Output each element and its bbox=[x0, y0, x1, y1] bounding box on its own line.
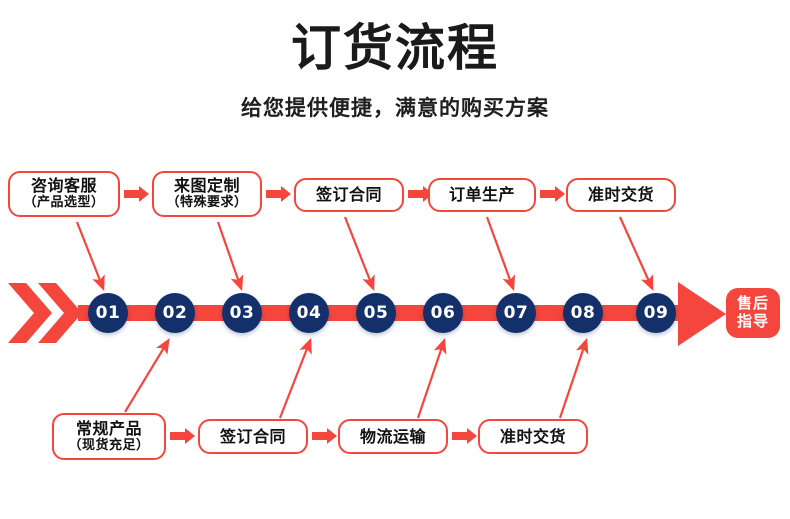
top-box-2-sub: （特殊要求） bbox=[166, 195, 248, 211]
timeline-node-6[interactable]: 06 bbox=[423, 293, 463, 333]
bottom-box-1-sub: （现货充足） bbox=[68, 437, 150, 453]
timeline-node-8-label: 08 bbox=[570, 303, 596, 323]
top-box-1-sub: （产品选型） bbox=[23, 195, 105, 211]
top-box-3[interactable]: 签订合同 bbox=[294, 178, 404, 212]
top-box-5[interactable]: 准时交货 bbox=[566, 178, 676, 212]
bottom-connector-1 bbox=[170, 428, 195, 444]
top-box-2-main: 来图定制 bbox=[173, 176, 240, 196]
timeline-node-5-label: 05 bbox=[363, 303, 389, 323]
top-box-5-main: 准时交货 bbox=[587, 185, 654, 205]
timeline-node-1[interactable]: 01 bbox=[88, 293, 128, 333]
top-connector-2 bbox=[266, 186, 291, 202]
link-top4-to-node7 bbox=[485, 216, 516, 292]
timeline-node-3[interactable]: 03 bbox=[222, 293, 262, 333]
bottom-box-4-main: 准时交货 bbox=[499, 426, 566, 446]
bottom-box-1-main: 常规产品 bbox=[75, 418, 142, 438]
timeline-node-7[interactable]: 07 bbox=[496, 293, 536, 333]
chevron-icon-1 bbox=[8, 283, 52, 343]
link-top3-to-node5 bbox=[343, 216, 375, 292]
after-sales-badge-line1: 售后 bbox=[736, 294, 769, 313]
link-top5-to-node9 bbox=[618, 216, 654, 292]
top-box-1[interactable]: 咨询客服 （产品选型） bbox=[8, 171, 120, 217]
bottom-box-4[interactable]: 准时交货 bbox=[478, 419, 588, 454]
bottom-box-2[interactable]: 签订合同 bbox=[198, 419, 308, 454]
after-sales-badge-line2: 指导 bbox=[736, 312, 769, 330]
top-box-1-main: 咨询客服 bbox=[30, 176, 97, 196]
timeline-arrow-head bbox=[678, 282, 726, 346]
timeline-node-4[interactable]: 04 bbox=[289, 293, 329, 333]
page-title: 订货流程 bbox=[291, 19, 499, 77]
link-bottom1-to-node2 bbox=[124, 338, 170, 413]
bottom-box-3-main: 物流运输 bbox=[359, 426, 426, 446]
top-box-2[interactable]: 来图定制 （特殊要求） bbox=[152, 171, 262, 217]
bottom-box-3[interactable]: 物流运输 bbox=[338, 419, 448, 454]
link-bottom4-to-node8 bbox=[558, 337, 589, 419]
timeline-node-9[interactable]: 09 bbox=[636, 293, 676, 333]
timeline-node-2-label: 02 bbox=[162, 303, 188, 323]
page-subtitle: 给您提供便捷，满意的购买方案 bbox=[241, 96, 549, 120]
timeline-node-6-label: 06 bbox=[430, 303, 456, 323]
timeline-node-8[interactable]: 08 bbox=[563, 293, 603, 333]
top-box-3-main: 签订合同 bbox=[315, 185, 382, 205]
top-connector-4 bbox=[540, 186, 565, 202]
link-top1-to-node1 bbox=[75, 221, 105, 292]
link-bottom3-to-node6 bbox=[416, 337, 447, 419]
bottom-connector-3 bbox=[452, 428, 477, 444]
timeline-node-2[interactable]: 02 bbox=[155, 293, 195, 333]
link-bottom2-to-node4 bbox=[278, 337, 312, 419]
bottom-box-2-main: 签订合同 bbox=[219, 426, 286, 446]
timeline-node-7-label: 07 bbox=[503, 303, 529, 323]
chevron-group-icon bbox=[8, 283, 82, 343]
after-sales-badge[interactable]: 售后 指导 bbox=[726, 288, 780, 338]
link-top2-to-node3 bbox=[216, 221, 244, 292]
timeline-node-5[interactable]: 05 bbox=[356, 293, 396, 333]
bottom-connector-2 bbox=[312, 428, 337, 444]
top-box-4-main: 订单生产 bbox=[448, 185, 515, 205]
top-connector-3 bbox=[408, 186, 433, 202]
timeline-node-4-label: 04 bbox=[296, 303, 322, 323]
bottom-box-1[interactable]: 常规产品 （现货充足） bbox=[52, 413, 166, 460]
chevron-icon-2 bbox=[38, 283, 82, 343]
top-connector-1 bbox=[124, 186, 149, 202]
timeline-node-9-label: 09 bbox=[643, 303, 669, 323]
timeline-node-1-label: 01 bbox=[95, 303, 121, 323]
timeline-node-3-label: 03 bbox=[229, 303, 255, 323]
top-box-4[interactable]: 订单生产 bbox=[428, 178, 536, 212]
